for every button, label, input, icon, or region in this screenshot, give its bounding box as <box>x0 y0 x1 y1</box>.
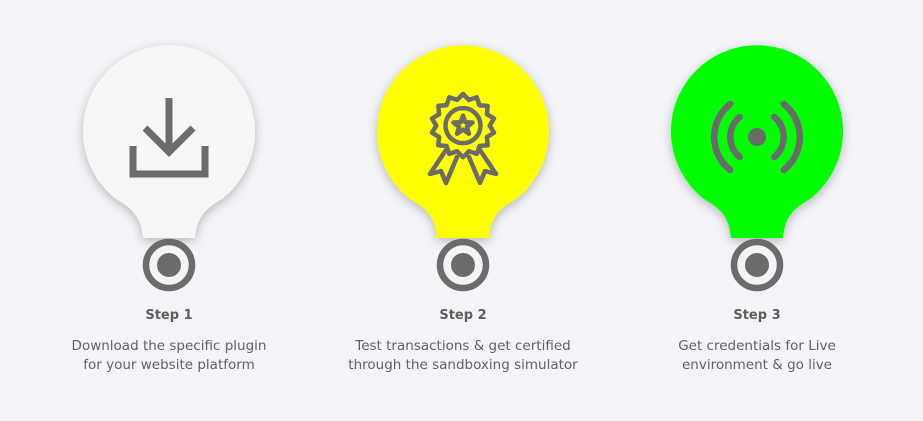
step-3-title: Step 3 <box>733 308 781 323</box>
step-3-marker <box>730 238 784 292</box>
step-2-description-line-2: through the sandboxing simulator <box>348 357 578 373</box>
step-1: Step 1 Download the specific plugin for … <box>19 0 319 421</box>
broadcast-icon <box>711 100 803 174</box>
step-1-pin <box>83 45 255 292</box>
step-2: Step 2 Test transactions & get certified… <box>313 0 613 421</box>
step-2-marker <box>436 238 490 292</box>
step-1-marker <box>142 238 196 292</box>
step-2-description: Test transactions & get certified throug… <box>313 337 613 375</box>
step-3-pin <box>671 45 843 292</box>
step-1-title: Step 1 <box>145 308 193 323</box>
step-1-description: Download the specific plugin for your we… <box>19 337 319 375</box>
step-2-pin <box>377 45 549 292</box>
step-3: Step 3 Get credentials for Live environm… <box>607 0 907 421</box>
step-2-title: Step 2 <box>439 308 487 323</box>
step-3-description-line-2: environment & go live <box>681 357 832 373</box>
step-2-description-line-1: Test transactions & get certified <box>355 338 571 354</box>
step-1-description-line-1: Download the specific plugin <box>71 338 267 354</box>
award-badge-icon <box>427 91 499 186</box>
step-3-description-line-1: Get credentials for Live <box>678 338 836 354</box>
download-icon <box>129 98 209 178</box>
step-3-description: Get credentials for Live environment & g… <box>607 337 907 375</box>
step-1-description-line-2: for your website platform <box>83 357 255 373</box>
